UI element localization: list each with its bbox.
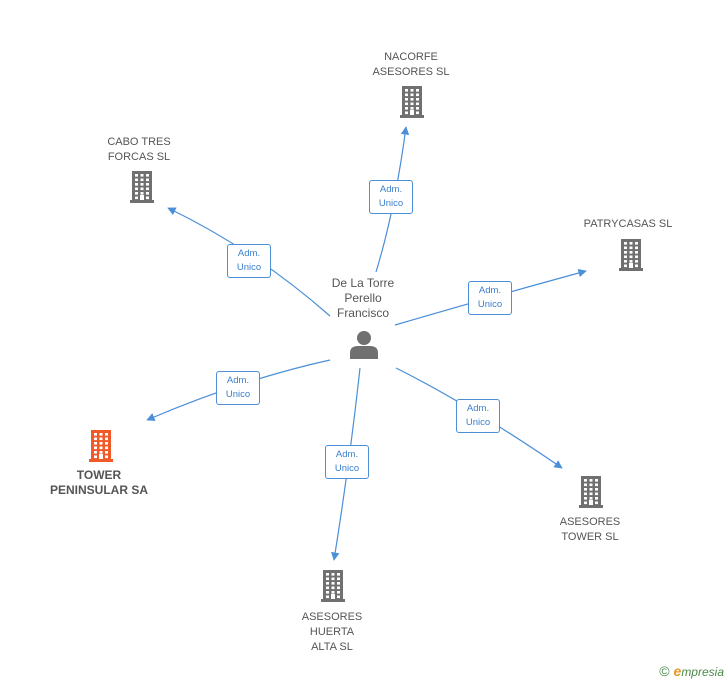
edge-label-line: Adm.	[379, 184, 403, 195]
building-icon	[321, 570, 345, 602]
edge-label-cabo[interactable]: Adm. Unico	[227, 244, 271, 278]
copyright-symbol: ©	[659, 663, 670, 679]
company-name-asesores_tower[interactable]: ASESORES TOWER SL	[559, 516, 621, 543]
building-icon	[400, 86, 424, 118]
edge-label-patrycasas[interactable]: Adm. Unico	[468, 281, 512, 315]
edge-label-asesores_tower[interactable]: Adm. Unico	[456, 399, 500, 433]
edge-label-nacorfe[interactable]: Adm. Unico	[369, 180, 413, 214]
edge-label-line: Unico	[378, 198, 404, 209]
edge-label-line: Adm.	[478, 285, 502, 296]
edge-label-tower[interactable]: Adm. Unico	[216, 371, 260, 405]
building-icon	[130, 171, 154, 203]
building-icon	[619, 239, 643, 271]
company-name-patrycasas[interactable]: PATRYCASAS SL	[583, 218, 673, 230]
edge-label-line: Unico	[225, 389, 251, 400]
building-icon	[579, 476, 603, 508]
edge-label-huerta[interactable]: Adm. Unico	[325, 445, 369, 479]
edge-label-line: Adm.	[226, 375, 250, 386]
edge-label-line: Adm.	[466, 403, 490, 414]
company-name-tower[interactable]: TOWER PENINSULAR SA	[49, 468, 148, 497]
company-name-cabo[interactable]: CABO TRES FORCAS SL	[107, 136, 171, 163]
brand-logo: empresia	[673, 663, 724, 679]
edge-label-line: Adm.	[237, 248, 261, 259]
person-icon	[350, 331, 378, 359]
company-name-huerta[interactable]: ASESORES HUERTA ALTA SL	[301, 611, 363, 653]
person-name[interactable]: De La Torre Perello Francisco	[331, 276, 395, 320]
edge-label-line: Adm.	[335, 449, 359, 460]
company-name-nacorfe[interactable]: NACORFE ASESORES SL	[372, 51, 450, 78]
edge-label-line: Unico	[334, 463, 360, 474]
footer-brand: © empresia	[659, 663, 724, 679]
edge-label-line: Unico	[236, 262, 262, 273]
building-icon	[89, 430, 113, 462]
edge-label-line: Unico	[477, 299, 503, 310]
edge-label-line: Unico	[465, 417, 491, 428]
